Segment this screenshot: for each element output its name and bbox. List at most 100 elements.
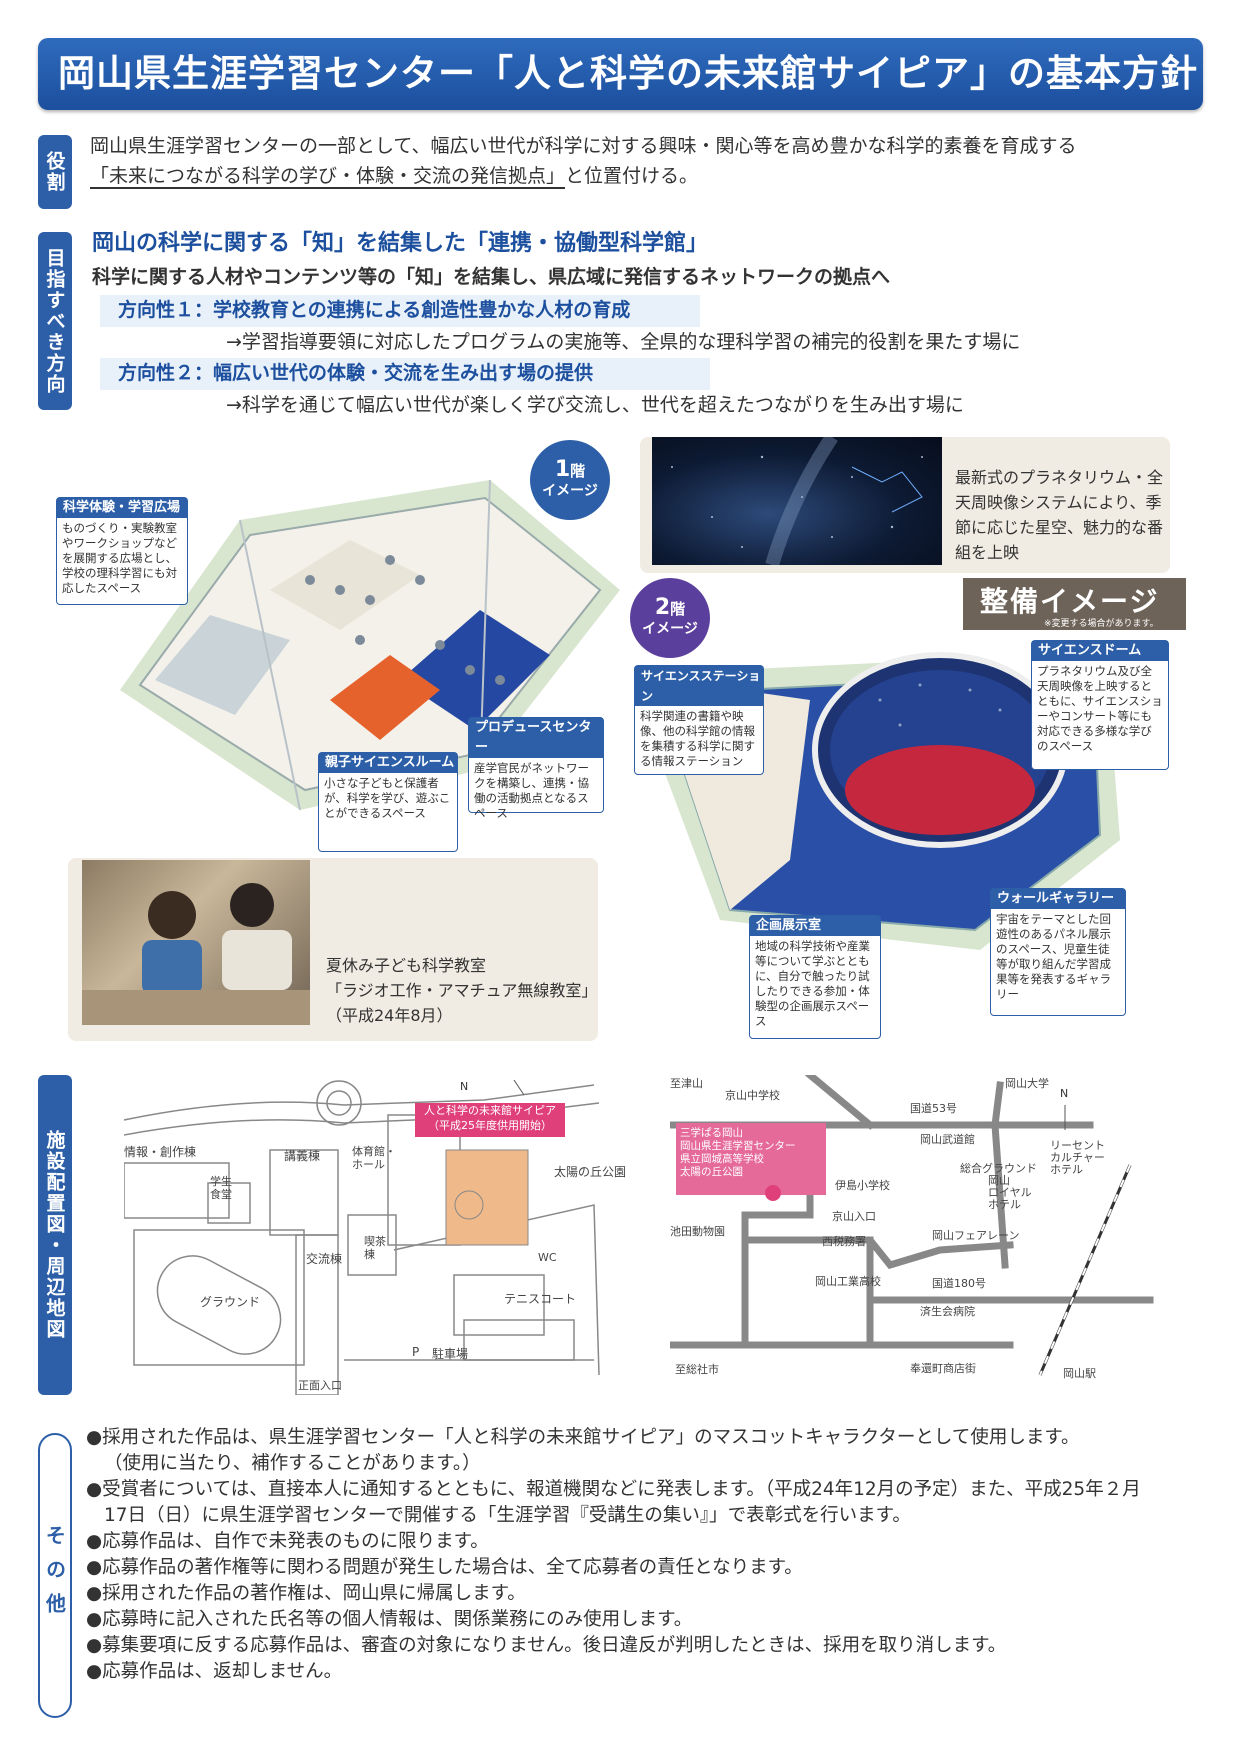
panel-body: ものづくり・実験教室やワークショップなどを展開する広場とし、学校の理科学習にも対… (62, 521, 177, 595)
map-regent: リーセント カルチャー ホテル (1050, 1140, 1105, 1176)
bldg-tennis: テニスコート (504, 1292, 577, 1306)
saipia-location-marker (765, 1185, 781, 1201)
bldg-koryu: 交流棟 (306, 1252, 343, 1266)
facility-north: N (460, 1080, 469, 1093)
area-highlight-2: 岡山県生涯学習センター (680, 1140, 796, 1152)
workshop-photo (82, 860, 310, 1025)
other-bullet-1: ●採用された作品は、県生涯学習センター「人と科学の未来館サイピア」のマスコットキ… (86, 1427, 1080, 1448)
saipia-label-1: 人と科学の未来館サイピア (424, 1104, 556, 1117)
panel-body: 産学官民がネットワークを構築し、連携・協働の活動拠点となるスペース (474, 761, 589, 820)
planetarium-caption: 最新式のプラネタリウム・全天周映像システムにより、季節に応じた星空、魅力的な番組… (955, 468, 1164, 562)
map-kogyo: 岡山工業高校 (815, 1275, 881, 1288)
direction-item-1-detail: →学習指導要領に対応したプログラムの実施等、全県的な理科学習の補完的役割を果たす… (226, 331, 1021, 353)
seibi-label-box (963, 578, 1186, 630)
map-fairlane: 岡山フェアレーン (932, 1229, 1020, 1242)
planetarium-photo (652, 433, 942, 567)
panel-body: プラネタリウム及び全天周映像を上映するとともに、サイエンスショーやコンサート等に… (1037, 664, 1163, 753)
floor2-bubble: 2階 イメージ (630, 578, 710, 658)
direction-item-2: 方向性２：幅広い世代の体験・交流を生み出す場の提供 (100, 358, 710, 390)
map-kyoyama-jhs: 京山中学校 (725, 1089, 780, 1102)
bldg-cafeteria: 学生食堂 (210, 1175, 232, 1201)
seibi-note: ※変更する場合があります。 (1044, 619, 1159, 629)
direction-subtitle: 科学に関する人材やコンテンツ等の「知」を結集し、県広域に発信するネットワークの拠… (92, 266, 891, 288)
panel-produce-center: プロデュースセンター 産学官民がネットワークを構築し、連携・協働の活動拠点となる… (468, 717, 604, 820)
role-tag: 役割 (38, 135, 72, 209)
workshop-caption-2: 「ラジオ工作・アマチュア無線教室」 (326, 981, 598, 1000)
panel-title: サイエンスドーム (1032, 641, 1168, 661)
direction-item-1: 方向性１：学校教育との連携による創造性豊かな人材の育成 (100, 295, 700, 327)
floor1-bubble: 1階 イメージ (530, 440, 610, 520)
panel-wall-gallery: ウォールギャラリー 宇宙をテーマとした回遊性のあるパネル展示のスペース、児童生徒… (990, 888, 1126, 1016)
area-highlight: 三学ぱる岡山 岡山県生涯学習センター 県立岡城高等学校 太陽の丘公園 (676, 1123, 826, 1195)
role-line2-rest: と位置付ける。 (565, 165, 699, 187)
other-bullet-8: ●応募作品は、返却しません。 (86, 1661, 343, 1682)
area-highlight-4: 太陽の丘公園 (680, 1166, 743, 1178)
map-kyoyama-ent: 京山入口 (832, 1210, 876, 1223)
bldg-parking: 駐車場 (432, 1347, 469, 1361)
map-soja: 至総社市 (675, 1363, 719, 1376)
other-bullet-6: ●応募時に記入された氏名等の個人情報は、関係業務にのみ使用します。 (86, 1609, 693, 1630)
direction-title: 岡山の科学に関する「知」を結集した「連携・協働型科学館」 (92, 231, 709, 256)
panel-body: 地域の科学技術や産業等について学ぶとともに、自分で触ったり試したりできる参加・体… (755, 939, 870, 1028)
map-okayama-univ: 岡山大学 (1005, 1077, 1049, 1090)
area-highlight-3: 県立岡城高等学校 (680, 1153, 764, 1165)
bldg-gym: 体育館・ホール (352, 1145, 396, 1171)
other-bullet-2b: 17日（日）に県生涯学習センターで開催する「生涯学習『受講生の集い』」で表彰式を… (104, 1505, 911, 1526)
panel-body: 宇宙をテーマとした回遊性のあるパネル展示のスペース、児童生徒等が取り組んだ学習成… (996, 912, 1111, 1001)
area-north: N (1060, 1087, 1069, 1100)
workshop-caption-3: （平成24年8月） (326, 1006, 453, 1025)
floor1-num: 1 (554, 456, 571, 482)
role-line1: 岡山県生涯学習センターの一部として、幅広い世代が科学に対する興味・関心等を高め豊… (90, 135, 1077, 157)
other-bullet-2: ●受賞者については、直接本人に通知するとともに、報道機関などに発表します。（平成… (86, 1479, 1141, 1500)
facility-tag: 施設配置図・周辺地図 (38, 1075, 72, 1395)
bldg-taiyo-park: 太陽の丘公園 (554, 1165, 627, 1179)
saipia-label: 人と科学の未来館サイピア （平成25年度供用開始） (415, 1103, 565, 1137)
other-bullet-7: ●募集要項に反する応募作品は、審査の対象になりません。後日違反が判明したときは、… (86, 1635, 1007, 1656)
panel-body: 小さな子どもと保護者が、科学を学び、遊ぶことができるスペース (324, 776, 451, 820)
map-royal-1: 岡山 (988, 1174, 1010, 1187)
map-royal: 岡山 ロイヤル ホテル (988, 1175, 1032, 1211)
floor1-bubble-text: イメージ (542, 482, 598, 499)
other-bullet-5: ●採用された作品の著作権は、岡山県に帰属します。 (86, 1583, 526, 1604)
panel-title: サイエンスステーション (635, 666, 763, 706)
map-regent-1: リーセント (1050, 1139, 1105, 1152)
bldg-lecture: 講義棟 (284, 1149, 321, 1163)
panel-science-plaza: 科学体験・学習広場 ものづくり・実験教室やワークショップなどを展開する広場とし、… (56, 497, 188, 605)
map-station: 岡山駅 (1063, 1367, 1096, 1380)
map-saiseikai: 済生会病院 (920, 1305, 975, 1318)
floor2-unit: 階 (670, 599, 686, 618)
map-sogo-ground: 総合グラウンド (960, 1162, 1037, 1175)
map-royal-3: ホテル (988, 1198, 1021, 1211)
other-tag: その他 (38, 1433, 72, 1718)
panel-science-station: サイエンスステーション 科学関連の書籍や映像、他の科学館の情報を集積する科学に関… (634, 665, 764, 775)
panel-family-science-room: 親子サイエンスルーム 小さな子どもと保護者が、科学を学び、遊ぶことができるスペー… (318, 752, 458, 852)
seibi-title: 整備イメージ (980, 585, 1160, 618)
panel-title: 企画展示室 (750, 916, 880, 936)
page-title: 岡山県生涯学習センター「人と科学の未来館サイピア」の基本方針 (38, 38, 1203, 110)
map-route180: 国道180号 (932, 1277, 986, 1290)
area-highlight-1: 三学ぱる岡山 (680, 1127, 743, 1139)
floor1-unit: 階 (570, 461, 586, 480)
map-ishima: 伊島小学校 (835, 1179, 890, 1192)
map-hosen: 奉還町商店街 (910, 1362, 976, 1375)
other-bullet-3: ●応募作品は、自作で未発表のものに限ります。 (86, 1531, 489, 1552)
workshop-caption-1: 夏休み子ども科学教室 (326, 956, 487, 975)
panel-science-dome: サイエンスドーム プラネタリウム及び全天周映像を上映するとともに、サイエンスショ… (1031, 640, 1169, 770)
map-zoo: 池田動物園 (670, 1225, 725, 1238)
map-route53: 国道53号 (910, 1102, 957, 1115)
role-line2: 「未来につながる科学の学び・体験・交流の発信拠点」と位置付ける。 (90, 161, 698, 191)
map-shizuyama: 至津山 (670, 1077, 703, 1090)
direction-tag: 目指すべき方向 (38, 232, 72, 410)
panel-title: ウォールギャラリー (991, 889, 1125, 909)
floor2-bubble-text: イメージ (642, 620, 698, 637)
panel-body: 科学関連の書籍や映像、他の科学館の情報を集積する科学に関する情報ステーション (640, 709, 755, 768)
bldg-ground: グラウンド (200, 1295, 261, 1309)
map-royal-2: ロイヤル (988, 1186, 1032, 1199)
bldg-wc: WC (538, 1251, 557, 1264)
bldg-main-entrance: 正面入口 (298, 1379, 342, 1392)
map-tax: 西税務署 (822, 1235, 866, 1248)
direction-item-2-detail: →科学を通じて幅広い世代が楽しく学び交流し、世代を超えたつながりを生み出す場に (226, 394, 964, 416)
role-key-phrase: 「未来につながる科学の学び・体験・交流の発信拠点」 (90, 165, 566, 189)
parking-icon: P (412, 1345, 420, 1359)
map-regent-3: ホテル (1050, 1163, 1083, 1176)
